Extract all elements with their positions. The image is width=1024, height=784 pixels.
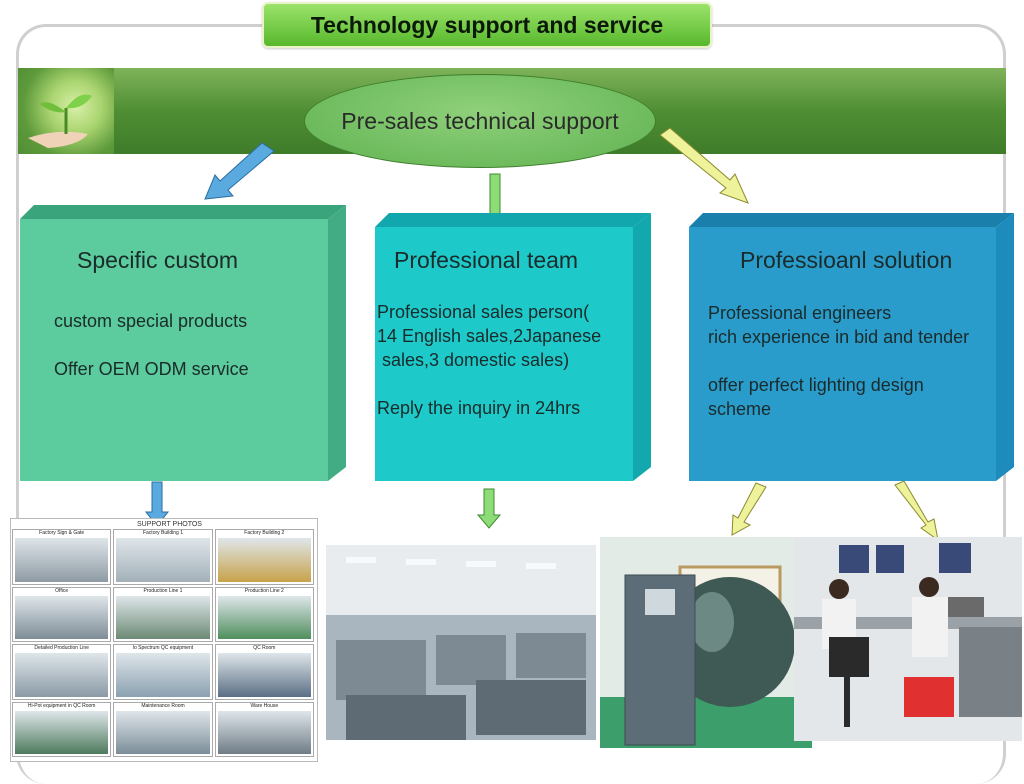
office-photo <box>326 545 596 740</box>
support-photo-cell: lo Spectrum QC equipment <box>113 644 213 700</box>
arrow-to-professional-team <box>489 173 501 215</box>
support-photo-image <box>116 538 210 582</box>
specific-custom-box: Specific custom custom special products … <box>20 205 346 481</box>
box3-body: Professional engineers rich experience i… <box>708 303 970 419</box>
professional-solution-box: Professioanl solution Professional engin… <box>689 213 1014 481</box>
support-photo-cell: Office <box>12 586 112 642</box>
support-photo-label: QC Room <box>253 645 276 651</box>
support-photo-cell: Detailed Production Line <box>12 644 112 700</box>
integrating-sphere-photo <box>600 537 812 748</box>
support-photo-image <box>15 710 109 754</box>
support-photo-label: Factory Sign & Gate <box>39 530 85 536</box>
support-photo-image <box>15 653 109 697</box>
support-photo-image <box>15 595 109 639</box>
support-photo-image <box>116 710 210 754</box>
arrow-to-professional-solution <box>659 127 749 204</box>
arrow-to-specific-custom <box>204 142 275 200</box>
presales-label: Pre-sales technical support <box>341 107 619 134</box>
seedling-hands-image <box>18 68 114 154</box>
page-title-box: Technology support and service <box>262 2 712 48</box>
support-photo-image <box>217 595 311 639</box>
support-photo-cell: Production Line 1 <box>113 586 213 642</box>
support-photos-grid: SUPPORT PHOTOS Factory Sign & Gate Factor… <box>10 518 318 762</box>
support-photo-label: Detailed Production Line <box>34 645 89 651</box>
support-photo-cell: Factory Building 2 <box>214 529 314 585</box>
support-photo-label: Ware House <box>250 702 279 709</box>
arrow-down-box3-right <box>894 480 939 542</box>
support-photo-cell: Factory Building 1 <box>113 529 213 585</box>
engineering-lab-photo <box>794 537 1022 741</box>
box3-heading: Professioanl solution <box>740 247 953 273</box>
connector-arrows <box>144 127 939 542</box>
support-photo-cell: Ware House <box>214 701 314 757</box>
box2-body: Professional sales person( 14 English sa… <box>377 302 602 418</box>
support-photo-label: Production Line 2 <box>244 587 284 594</box>
support-photo-label: lo Spectrum QC equipment <box>132 645 194 651</box>
support-photo-label: Factory Building 2 <box>244 530 285 536</box>
support-photo-image <box>116 595 210 639</box>
support-photo-image <box>15 538 109 582</box>
support-photo-image <box>217 710 311 754</box>
support-photo-image <box>217 653 311 697</box>
arrow-down-box3-left <box>731 482 767 536</box>
page-title: Technology support and service <box>310 11 664 38</box>
arrow-down-box2 <box>476 488 502 529</box>
presales-ellipse: Pre-sales technical support <box>304 74 656 168</box>
support-photos-caption: SUPPORT PHOTOS <box>137 521 202 528</box>
professional-team-box: Professional team Professional sales per… <box>375 213 651 481</box>
support-photo-label: Hi-Pot equipment in QC Room <box>27 702 96 709</box>
support-photo-cell: QC Room <box>214 644 314 700</box>
support-photo-label: Maintenance Room <box>141 702 185 709</box>
support-photo-cell: Factory Sign & Gate <box>12 529 112 585</box>
support-photo-image <box>217 538 311 582</box>
support-photo-cell: Production Line 2 <box>214 586 314 642</box>
support-photo-label: Production Line 1 <box>143 587 183 594</box>
support-photo-label: Factory Building 1 <box>142 530 183 536</box>
box1-heading: Specific custom <box>77 247 239 273</box>
support-photo-cell: Maintenance Room <box>113 701 213 757</box>
support-photo-label: Office <box>55 587 69 594</box>
support-photo-cell: Hi-Pot equipment in QC Room <box>12 701 112 757</box>
box1-line-1: custom special products <box>54 311 248 331</box>
box1-line-2: Offer OEM ODM service <box>54 359 249 379</box>
box2-heading: Professional team <box>394 247 579 273</box>
support-photo-image <box>116 653 210 697</box>
